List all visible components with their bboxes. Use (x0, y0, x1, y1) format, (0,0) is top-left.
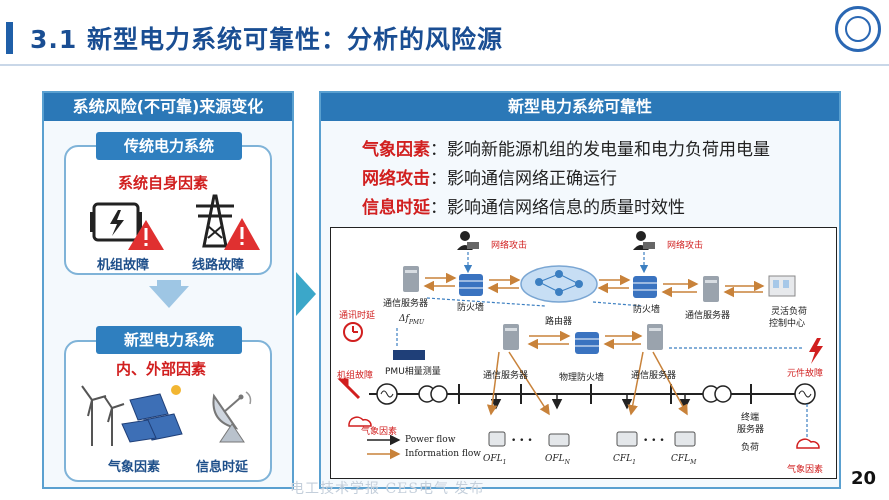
weather-right-label: 气象因素 (787, 465, 824, 475)
firewall-b-label: 防火墙 (633, 305, 661, 315)
comm-server-b-label: 通信服务器 (685, 311, 731, 321)
cfl-1-label: CFL1 (613, 454, 636, 466)
terminal-label-1: 终端 (741, 413, 760, 423)
load-label: 负荷 (741, 443, 760, 453)
risk-text: ：影响通信网络正确运行 (430, 169, 617, 189)
cyber-physical-diagram: 网络攻击 网络攻击 通信服务器 防火墙 路由器 防火墙 通信服务器 灵活负荷 控… (330, 227, 837, 479)
ellipsis-left: • • • (511, 436, 533, 446)
info-delay-label: 信息时延 (196, 460, 249, 475)
unit-fault-diagram-label: 机组故障 (337, 371, 374, 381)
risk-line-cyberattack: 网络攻击：影响通信网络正确运行 (362, 164, 617, 189)
server-d (647, 324, 663, 350)
risk-key: 信息时延 (362, 198, 430, 218)
line-fault-label: 线路故障 (192, 258, 245, 273)
cfl-m-label: CFLM (671, 454, 697, 466)
attack-label-right: 网络攻击 (667, 241, 704, 251)
router-label: 路由器 (545, 317, 573, 327)
comm-delay-label: 通讯时延 (339, 311, 376, 321)
weather-factor-label: 气象因素 (108, 460, 161, 475)
diagram-graphics (337, 231, 823, 460)
weather-left-label: 气象因素 (361, 427, 398, 437)
risk-line-weather: 气象因素：影响新能源机组的发电量和电力负荷用电量 (362, 135, 770, 160)
component-fault-label: 元件故障 (787, 369, 824, 379)
delta-f-label: ΔfPMU (399, 314, 425, 326)
physical-firewall-label: 物理防火墙 (559, 373, 605, 383)
left-panel-heading: 系统风险(不可靠)来源变化 (44, 93, 292, 121)
terminal-label-2: 服务器 (737, 425, 765, 435)
risk-key: 气象因素 (362, 140, 430, 160)
legend-info-flow: Information flow (405, 449, 481, 459)
renewables-icon (78, 380, 196, 454)
server-b (703, 276, 719, 302)
down-arrow (149, 286, 189, 308)
ofl-1-label: OFL1 (483, 454, 507, 466)
right-panel-heading: 新型电力系统可靠性 (321, 93, 839, 121)
title-accent-bar (6, 22, 13, 54)
pmu-label: PMU相量测量 (385, 367, 441, 377)
unit-fault-label: 机组故障 (97, 258, 150, 273)
satellite-dish-icon (206, 388, 258, 448)
traditional-factor: 系统自身因素 (118, 174, 209, 192)
server-a (403, 266, 419, 292)
right-arrow (296, 272, 316, 316)
ellipsis-right: • • • (643, 436, 665, 446)
risk-key: 网络攻击 (362, 169, 430, 189)
server-c (503, 324, 519, 350)
new-system-label: 新型电力系统 (96, 326, 242, 354)
university-logo (835, 6, 881, 52)
comm-server-a-label: 通信服务器 (383, 299, 429, 309)
flex-load-label-2: 控制中心 (769, 319, 806, 329)
traditional-system-label: 传统电力系统 (96, 132, 242, 160)
risk-line-delay: 信息时延：影响通信网络信息的质量时效性 (362, 193, 685, 218)
tower-icon (192, 194, 262, 256)
footer-watermark: 电工技术学报 CES电气 发布 (290, 481, 485, 497)
comm-server-c-label: 通信服务器 (483, 371, 529, 381)
header-divider (0, 64, 889, 66)
firewall-a-label: 防火墙 (457, 303, 485, 313)
page-number: 20 (851, 468, 877, 489)
ofl-n-label: OFLN (545, 454, 570, 466)
flex-load-label-1: 灵活负荷 (771, 307, 808, 317)
page-title: 3.1 新型电力系统可靠性：分析的风险源 (30, 25, 503, 54)
down-arrow-stem (157, 280, 181, 290)
comm-server-d-label: 通信服务器 (631, 371, 677, 381)
generator-icon (90, 198, 166, 256)
new-factor: 内、外部因素 (116, 360, 207, 378)
risk-text: ：影响通信网络信息的质量时效性 (430, 198, 685, 218)
risk-text: ：影响新能源机组的发电量和电力负荷用电量 (430, 140, 770, 160)
attack-label-left: 网络攻击 (491, 241, 528, 251)
legend-power-flow: Power flow (405, 435, 456, 445)
